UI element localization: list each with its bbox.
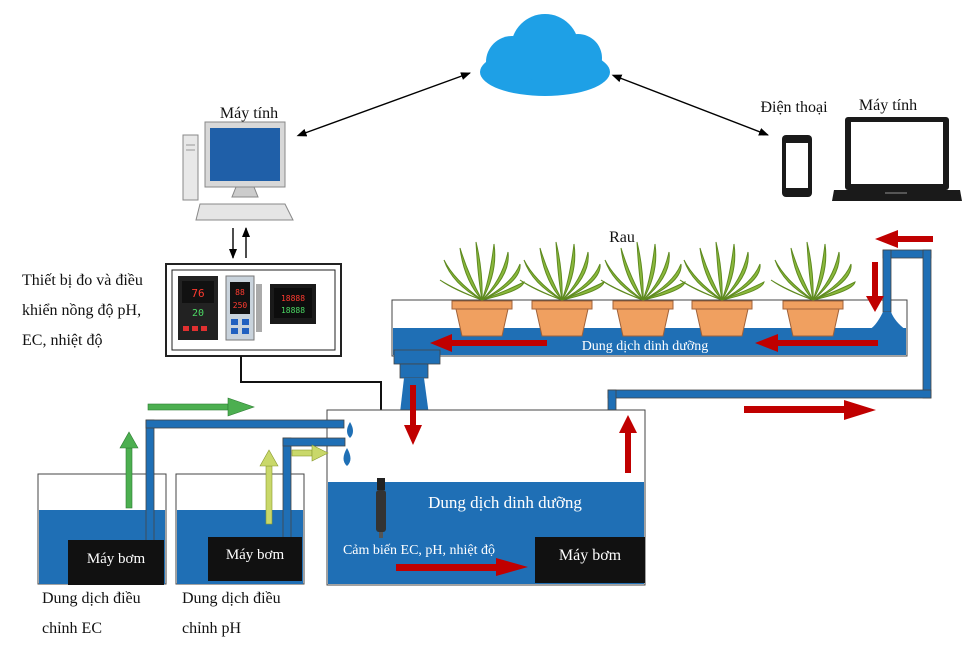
flow-arrow-tank-left-1 [755,334,878,352]
pump-main [535,537,645,583]
pump-main-label: Máy bơm [559,547,622,564]
ec-flow-arrows [119,397,255,509]
device2-bottom-reading: 250 [233,301,248,310]
controller-box: 76 20 88 250 18888 18888 [165,263,342,357]
flow-arrow-return-right [744,400,876,420]
sensor-label: Cảm biến EC, pH, nhiệt độ [343,543,495,558]
pump-ec-label: Máy bơm [87,551,146,567]
desktop-computer-icon [182,121,294,221]
flow-arrow-inlet-left [875,230,933,248]
pump-ec [68,540,164,585]
device1-top-reading: 76 [191,287,204,300]
ec-tank-label: Dung dịch điều chỉnh EC [42,590,141,637]
water-drop-icon [343,448,351,466]
laptop-icon [832,117,962,201]
flow-arrow-tank-left-2 [430,334,547,352]
plant-icon [679,241,765,337]
water-drop-icon [347,422,353,438]
link-arrow-left [296,72,471,137]
device3-bottom-reading: 18888 [281,306,305,315]
vegetables-label: Rau [609,229,635,246]
flow-arrow-inlet-down [866,262,884,312]
plants-row [439,241,856,337]
phone-label: Điện thoại [760,99,828,116]
smartphone-icon [782,135,812,197]
controller-label: Thiết bị đo và điều khiển nồng độ pH, EC… [22,272,143,349]
plant-icon [770,241,856,337]
ph-tank-label: Dung dịch điều chỉnh pH [182,590,281,637]
main-tank-solution-label: Dung dịch dinh dưỡng [428,493,582,512]
flow-arrow-to-pump [396,558,528,576]
sensor-probe-icon [376,478,386,538]
pump-ph [208,537,302,581]
plant-icon [600,241,686,337]
computer-left-label: Máy tính [220,105,278,122]
pump-ph-label: Máy bơm [226,547,285,563]
device2-top-reading: 88 [235,288,245,297]
ph-flow-arrows [259,444,329,525]
cloud-icon [480,14,610,96]
flow-arrow-up-pipe [619,415,637,473]
plant-icon [519,241,605,337]
flow-arrows [396,230,933,576]
device3-top-reading: 18888 [281,294,305,303]
computer-right-label: Máy tính [859,97,917,114]
device1-bottom-reading: 20 [192,308,204,319]
top-tank-solution-label: Dung dịch dinh dưỡng [582,339,709,354]
link-arrow-right [611,74,769,136]
flow-arrow-drain-down [404,385,422,445]
